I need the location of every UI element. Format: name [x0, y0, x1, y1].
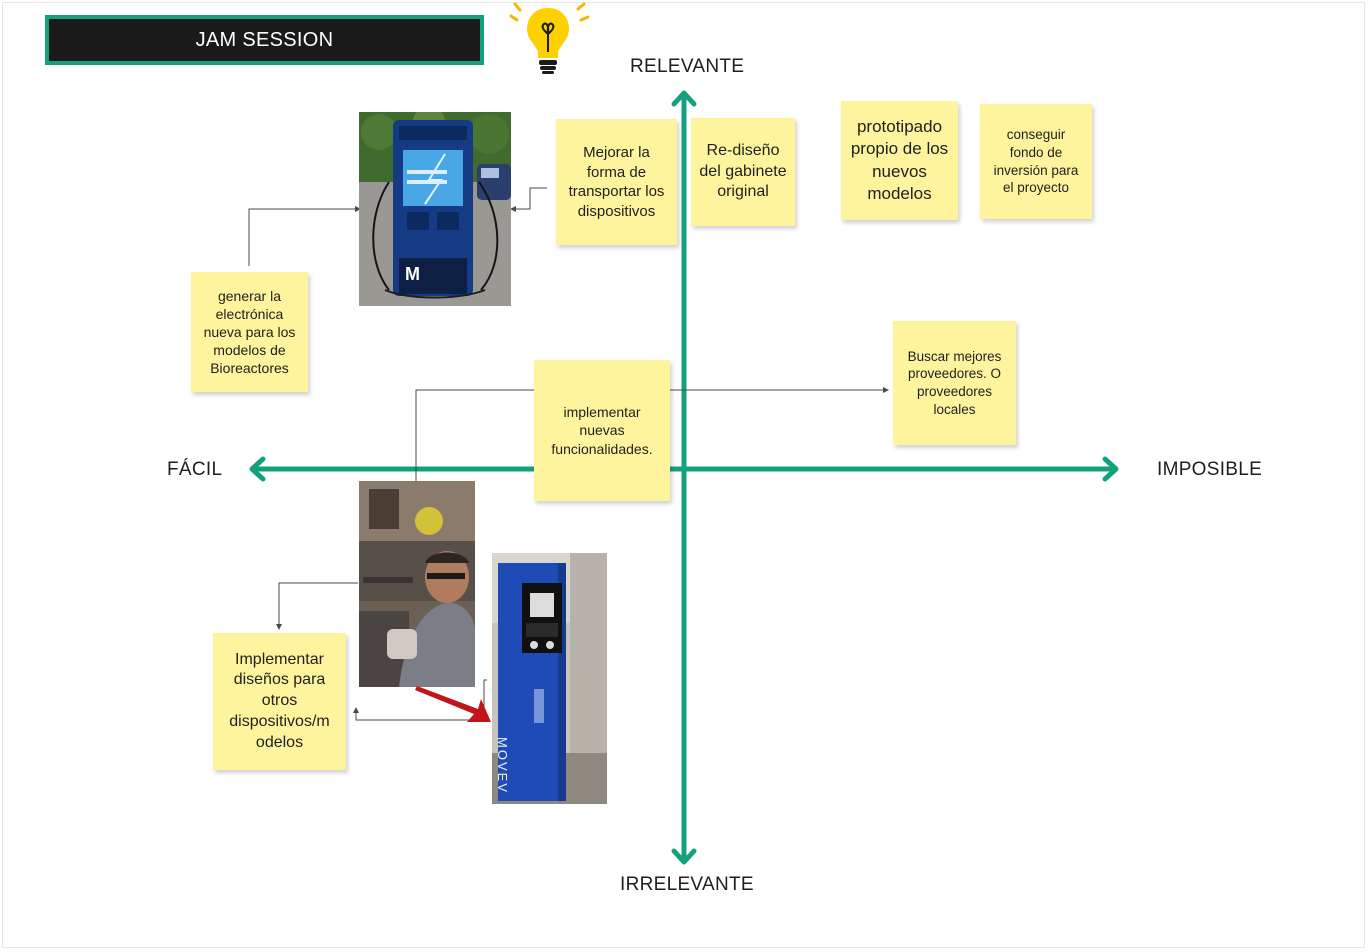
workshop-person-image [359, 481, 475, 687]
sticky-note-fondo-inversion[interactable]: conseguir fondo de inversión para el pro… [980, 104, 1092, 219]
axis-label-left: FÁCIL [167, 459, 223, 480]
axis-arrow-right-icon [1102, 456, 1119, 482]
sticky-note-mejorar-transporte[interactable]: Mejorar la forma de transportar los disp… [556, 119, 677, 245]
axis-arrow-down-icon [671, 848, 697, 865]
sticky-note-electronica[interactable]: generar la electrónica nueva para los mo… [191, 272, 308, 392]
board-title: JAM SESSION [195, 28, 334, 51]
blue-cabinet-image [492, 553, 607, 804]
sticky-note-proveedores[interactable]: Buscar mejores proveedores. O proveedore… [893, 321, 1016, 445]
sticky-note-text: Implementar diseños para otros dispositi… [229, 650, 330, 751]
sticky-note-text: generar la electrónica nueva para los mo… [203, 287, 296, 377]
lightbulb-icon [509, 2, 590, 74]
axis-label-top: RELEVANTE [630, 56, 745, 77]
sticky-note-text: conseguir fondo de inversión para el pro… [993, 127, 1079, 196]
axis-arrow-left-icon [249, 456, 266, 482]
sticky-note-prototipado[interactable]: prototipado propio de los nuevos modelos [841, 101, 958, 220]
title-banner[interactable]: JAM SESSION [45, 15, 484, 65]
axis-arrow-up-icon [671, 90, 697, 107]
photo-blue-cabinet[interactable]: MOVEV [492, 553, 607, 804]
sticky-note-rediseno-gabinete[interactable]: Re-diseño del gabinete original [691, 118, 795, 226]
photo-workshop-person[interactable] [359, 481, 475, 687]
axis-label-right: IMPOSIBLE [1157, 459, 1263, 480]
charger-brand-logo: M [405, 264, 420, 284]
axis-label-bottom: IRRELEVANTE [620, 874, 754, 895]
sticky-note-text: implementar nuevas funcionalidades. [551, 404, 653, 457]
sticky-note-text: Buscar mejores proveedores. O proveedore… [907, 348, 1002, 417]
photo-ev-charger[interactable]: M [359, 112, 511, 306]
ev-charger-image [359, 112, 511, 306]
sticky-note-text: Re-diseño del gabinete original [699, 141, 787, 201]
sticky-note-funcionalidades[interactable]: implementar nuevas funcionalidades. [534, 360, 670, 501]
sticky-note-disenos[interactable]: Implementar diseños para otros dispositi… [213, 633, 346, 770]
sticky-note-text: prototipado propio de los nuevos modelos [850, 117, 949, 203]
cabinet-brand-label: MOVEV [495, 737, 510, 794]
sticky-note-text: Mejorar la forma de transportar los disp… [568, 144, 665, 220]
